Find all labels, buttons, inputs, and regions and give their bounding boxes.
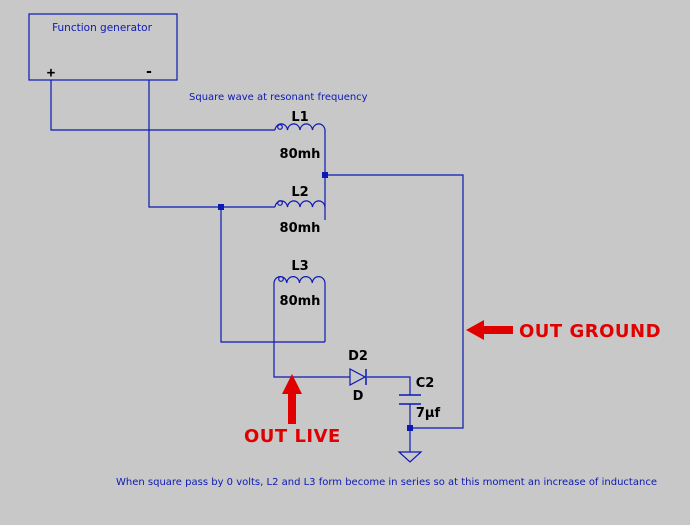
left-arrow-icon [466,320,513,340]
l2-name: L2 [291,185,308,200]
generator-plus-terminal: + [47,65,55,81]
inductor-l2[interactable]: L2 80mh [274,185,326,236]
wire-out-ground [325,174,464,429]
diode-d2[interactable]: D2 D [348,349,368,404]
inductor-l3[interactable]: L3 80mh [273,259,326,309]
wire-l3-left-to-diode [273,283,350,378]
out-ground-label: OUT GROUND [519,321,661,342]
l1-value: 80mh [280,147,321,162]
junction-node [322,172,328,178]
out-live-label: OUT LIVE [244,426,341,447]
d2-type: D [353,389,364,404]
generator-label: Function generator [52,22,153,34]
c2-name: C2 [416,376,435,391]
wire-minus-to-l2 [148,80,275,208]
wire-diode-to-c2 [367,376,411,395]
ground-icon [397,451,423,463]
l3-value: 80mh [280,294,321,309]
l1-name: L1 [291,110,308,125]
wire-l2-node-to-l3 [220,207,325,343]
function-generator-box[interactable] [28,13,178,81]
diode-symbol [349,368,367,386]
note-bottom: When square pass by 0 volts, L2 and L3 f… [116,477,657,488]
up-arrow-icon [282,374,302,424]
out-ground-arrow: OUT GROUND [466,320,661,342]
generator-minus-terminal: - [145,64,153,80]
l3-name: L3 [291,259,308,274]
capacitor-c2[interactable]: C2 7µf [399,376,440,421]
d2-name: D2 [348,349,368,364]
junction-node [218,204,224,210]
inductor-l1[interactable]: L1 80mh [274,110,326,162]
out-live-arrow: OUT LIVE [244,374,341,447]
c2-value: 7µf [416,406,441,421]
junction-node [407,425,413,431]
note-top: Square wave at resonant frequency [189,92,368,103]
l2-value: 80mh [280,221,321,236]
wires [50,80,464,452]
wire-plus-to-l1 [50,80,275,131]
